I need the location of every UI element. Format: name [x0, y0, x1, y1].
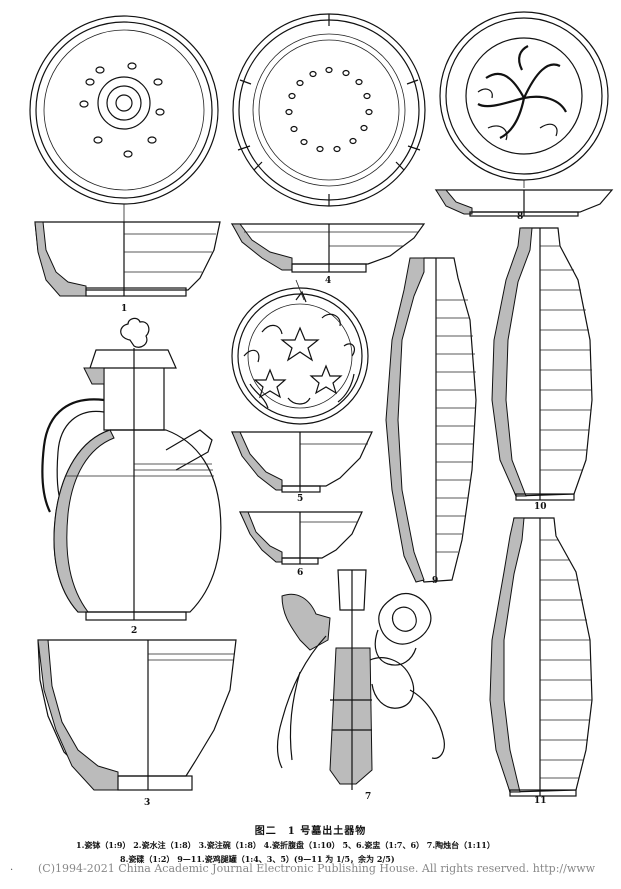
figure-number-11: 11 [534, 796, 547, 806]
dish-4-section [230, 223, 426, 273]
figure-number-7: 7 [365, 792, 372, 802]
figure-number-8: 8 [517, 212, 524, 222]
figure-legend-line-1: 1.瓷钵（1:9） 2.瓷水注（1:8） 3.瓷注碗（1:8） 4.瓷折腹盘（1… [76, 840, 495, 850]
bowl-1-plan [29, 15, 219, 222]
cup-5-plan [231, 279, 369, 425]
jar-11 [489, 517, 593, 797]
candle-stand-7 [276, 569, 445, 790]
figure-number-9: 9 [432, 576, 439, 586]
figure-number-1: 1 [121, 304, 128, 314]
cup-5-section [231, 431, 373, 493]
copyright-notice: (C)1994-2021 China Academic Journal Elec… [38, 862, 596, 875]
jar-10 [491, 227, 593, 501]
figure-caption-title: 图二 1 号墓出土器物 [254, 826, 367, 837]
figure-number-6: 6 [297, 568, 304, 578]
figure-number-4: 4 [325, 276, 332, 286]
saucer-8-plan [439, 11, 609, 188]
bowl-3 [37, 639, 237, 791]
figure-number-2: 2 [131, 626, 138, 636]
dish-4-plan [232, 13, 426, 207]
figure-number-10: 10 [534, 502, 547, 512]
saucer-8-section [434, 189, 614, 217]
jar-9 [385, 257, 477, 583]
margin-mark: . [10, 862, 14, 873]
figure-number-5: 5 [297, 494, 304, 504]
bowl-1-section [34, 221, 221, 297]
cup-6-section [239, 511, 363, 565]
figure-number-3: 3 [144, 798, 151, 808]
figure-legend-line-2: 8.瓷碟（1:2） 9—11.瓷鸡腿罐（1:4、3、5）(9—11 为 1/5，… [120, 854, 395, 864]
ewer-2 [41, 317, 222, 621]
